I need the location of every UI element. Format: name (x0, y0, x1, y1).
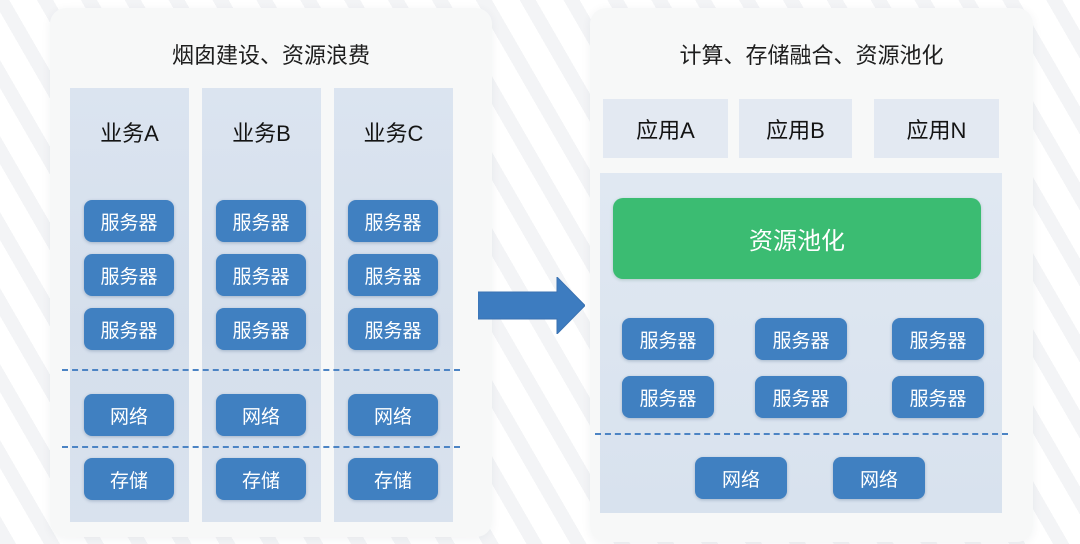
left-panel-title: 烟囱建设、资源浪费 (171, 43, 370, 68)
server-box: 服务器 (622, 376, 714, 418)
business-b-header: 业务B (232, 121, 291, 146)
server-box: 服务器 (348, 254, 438, 296)
server-box: 服务器 (216, 200, 306, 242)
server-box: 服务器 (348, 308, 438, 350)
server-box: 服务器 (622, 318, 714, 360)
storage-layer-divider (62, 446, 460, 448)
pooled-architecture-panel: 计算、存储融合、资源池化 应用A 应用B 应用N 资源池化 服务器 服务器 服务… (590, 8, 1033, 542)
network-box: 网络 (216, 394, 306, 436)
server-box: 服务器 (84, 254, 174, 296)
server-box: 服务器 (892, 376, 984, 418)
server-box: 服务器 (216, 308, 306, 350)
app-b-box: 应用B (739, 99, 852, 158)
business-c-header: 业务C (363, 121, 424, 146)
server-box: 服务器 (755, 376, 847, 418)
server-box: 服务器 (892, 318, 984, 360)
network-box: 网络 (833, 457, 925, 499)
network-box: 网络 (348, 394, 438, 436)
right-panel-title: 计算、存储融合、资源池化 (679, 43, 944, 68)
storage-box: 存储 (216, 458, 306, 500)
storage-box: 存储 (84, 458, 174, 500)
server-box: 服务器 (84, 200, 174, 242)
silo-architecture-panel: 烟囱建设、资源浪费 业务A 服务器 服务器 服务器 网络 存储 业务B 服务器 … (50, 8, 492, 537)
server-box: 服务器 (348, 200, 438, 242)
storage-box: 存储 (348, 458, 438, 500)
business-c-column: 业务C 服务器 服务器 服务器 网络 存储 (334, 88, 453, 522)
network-box: 网络 (84, 394, 174, 436)
business-a-column: 业务A 服务器 服务器 服务器 网络 存储 (70, 88, 189, 522)
network-box: 网络 (695, 457, 787, 499)
resource-pool-container: 资源池化 服务器 服务器 服务器 服务器 服务器 服务器 网络 网络 (600, 173, 1002, 513)
transition-arrow-icon (477, 275, 586, 336)
server-box: 服务器 (84, 308, 174, 350)
business-a-header: 业务A (100, 121, 159, 146)
app-a-box: 应用A (603, 99, 728, 158)
server-box: 服务器 (216, 254, 306, 296)
server-box: 服务器 (755, 318, 847, 360)
business-b-column: 业务B 服务器 服务器 服务器 网络 存储 (202, 88, 321, 522)
network-layer-divider (595, 433, 1008, 435)
resource-pool-box: 资源池化 (613, 198, 981, 279)
network-layer-divider (62, 369, 460, 371)
app-n-box: 应用N (874, 99, 999, 158)
